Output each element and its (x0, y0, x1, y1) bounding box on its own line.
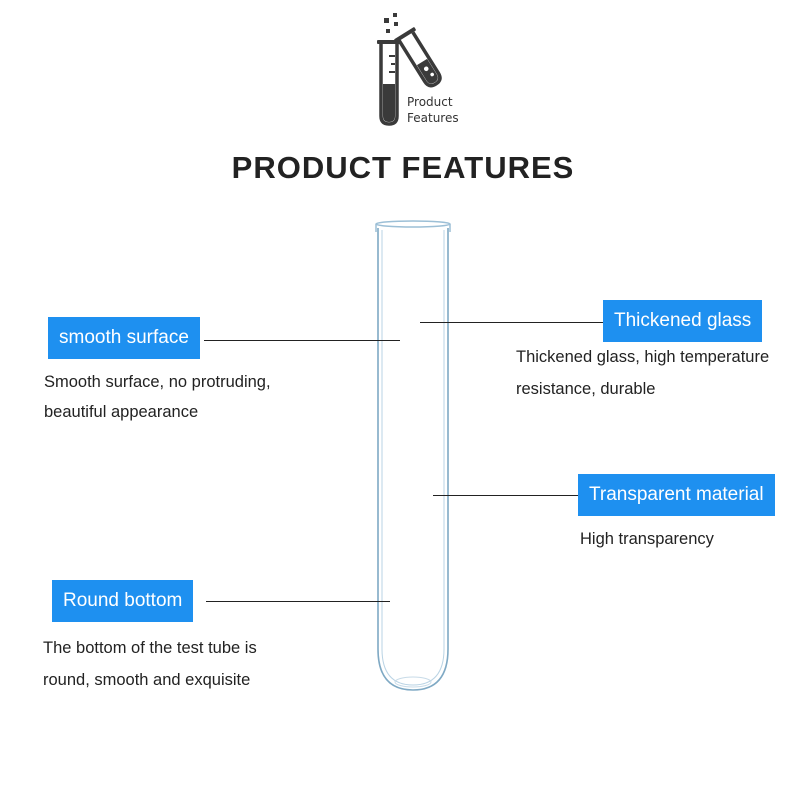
test-tube-image (375, 220, 451, 691)
desc-thickened-line1: Thickened glass, high temperature (516, 348, 770, 366)
label-transparent-material: Transparent material (578, 474, 775, 516)
connector-line-round (206, 601, 390, 602)
connector-line-transparent (433, 495, 578, 496)
desc-round-line1: The bottom of the test tube is (43, 639, 257, 657)
page-title: PRODUCT FEATURES (231, 150, 575, 185)
desc-round-line2: round, smooth and exquisite (43, 671, 251, 689)
desc-thickened-line2: resistance, durable (516, 380, 656, 398)
label-thickened-glass: Thickened glass (603, 300, 763, 342)
logo-text-product: Product (407, 95, 453, 109)
logo-text-features: Features (407, 111, 459, 125)
desc-transparent-line1: High transparency (580, 530, 714, 548)
label-smooth-surface: smooth surface (48, 317, 200, 359)
test-tubes-icon (377, 13, 442, 126)
desc-smooth-line1: Smooth surface, no protruding, (44, 373, 271, 391)
connector-line-smooth (204, 340, 400, 341)
label-round-bottom: Round bottom (52, 580, 194, 622)
connector-line-thickened (420, 322, 603, 323)
desc-smooth-line2: beautiful appearance (44, 403, 199, 421)
